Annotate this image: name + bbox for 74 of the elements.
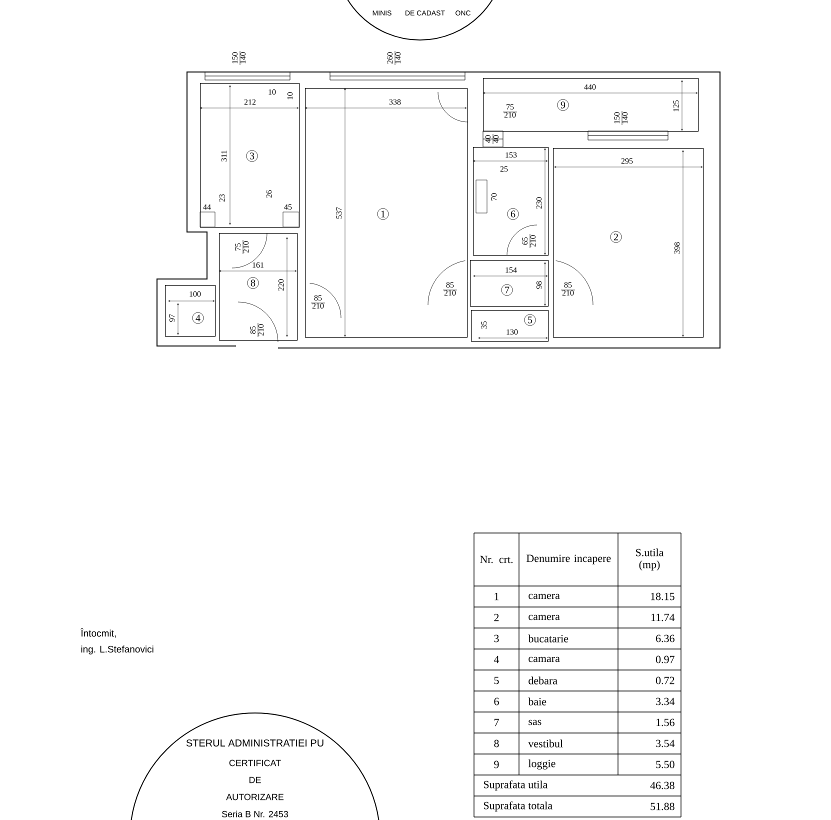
table-text: 9 <box>494 760 499 768</box>
dimension-label: 100 <box>190 291 201 297</box>
dimension-label: 45 <box>284 204 292 210</box>
table-text: 2 <box>494 614 499 622</box>
door-size-label: 260 140 <box>387 50 401 66</box>
table-text: 5 <box>494 676 499 684</box>
table-text: vestibul <box>528 740 563 748</box>
dimension-label: 398 <box>674 242 680 254</box>
dimension-label: 10 <box>287 92 293 100</box>
door-size-label: 85 210 <box>310 295 326 309</box>
table-text: Suprafata utila <box>484 780 548 791</box>
table-text: 51.88 <box>650 802 674 810</box>
dimension-label: 98 <box>536 281 542 289</box>
dimension-label: 125 <box>673 100 679 112</box>
dimension-label: 295 <box>621 158 633 164</box>
table-text: S.utila (mp) <box>636 548 664 570</box>
dimension-label: 23 <box>219 194 225 202</box>
dimension-label: 44 <box>203 204 211 210</box>
table-text: 11.74 <box>651 614 675 622</box>
table-text: 3.34 <box>656 698 675 706</box>
door-size-label: 150 140 <box>232 50 246 66</box>
dimension-label: 230 <box>536 197 542 209</box>
stamp: STERUL ADMINISTRATIEI PU CERTIFICAT DE AUTORIZARE Seria B Nr. 2453 <box>130 712 380 820</box>
dimension-label: 70 <box>491 193 497 200</box>
dimension-label: 220 <box>278 279 284 291</box>
door-size-label: 150 140 <box>614 110 628 126</box>
table-text: camara <box>528 656 560 662</box>
door-size-label: 85 210 <box>250 322 264 338</box>
dimension-label: 130 <box>506 329 518 335</box>
dimension-label: 161 <box>252 262 264 268</box>
door-size-label: 85 210 <box>442 282 458 296</box>
table-text: Denumire incapere <box>526 554 611 564</box>
dimension-label: 154 <box>506 267 517 273</box>
dimension-label: 153 <box>506 152 517 158</box>
dimension-label: 338 <box>389 99 401 105</box>
door-size-label: 85 210 <box>560 282 576 296</box>
dimension-label: 25 <box>500 166 508 172</box>
author-note: ing. L.Stefanovici <box>81 646 154 654</box>
dimension-label: 97 <box>169 314 175 322</box>
door-size-label: 40 40 <box>485 134 499 144</box>
door-size-label: 75 210 <box>502 104 518 118</box>
table-text: 46.38 <box>650 782 674 790</box>
table-text: 3 <box>494 634 499 642</box>
door-size-label: 65 210 <box>522 234 536 248</box>
table-text: 4 <box>494 656 500 664</box>
dimension-label: 212 <box>244 99 256 105</box>
table-text: Nr. crt. <box>480 556 513 564</box>
table-text: 6.36 <box>656 634 674 642</box>
table-text: sas <box>528 720 542 726</box>
table-text: baie <box>528 698 546 706</box>
table-text: bucatarie <box>528 634 568 642</box>
table-text: loggie <box>528 760 556 770</box>
table-text: 1.56 <box>656 718 674 726</box>
table-text: 18.15 <box>651 592 674 600</box>
table-text: 1 <box>494 592 499 600</box>
author-note: Întocmit, <box>80 628 116 638</box>
table-text: 8 <box>494 740 499 748</box>
dimension-label: 26 <box>266 190 272 198</box>
dimension-label: 537 <box>336 207 342 219</box>
table-text: debara <box>528 676 558 684</box>
dimension-label: 311 <box>221 150 227 162</box>
table-text: Suprafata totala <box>484 801 552 812</box>
table-text: 0.72 <box>656 676 674 684</box>
door-size-label: 75 210 <box>235 240 249 254</box>
table-text: camera <box>528 614 560 620</box>
table-text: camera <box>528 594 560 600</box>
table-text: 3.54 <box>656 740 675 748</box>
table-text: 7 <box>494 718 499 726</box>
dimension-label: 10 <box>268 89 276 95</box>
table-text: 5.50 <box>656 760 674 768</box>
table-text: 6 <box>494 698 499 706</box>
dimension-label: 35 <box>481 321 487 329</box>
table-text: 0.97 <box>656 656 674 664</box>
dimension-label: 440 <box>584 84 596 90</box>
